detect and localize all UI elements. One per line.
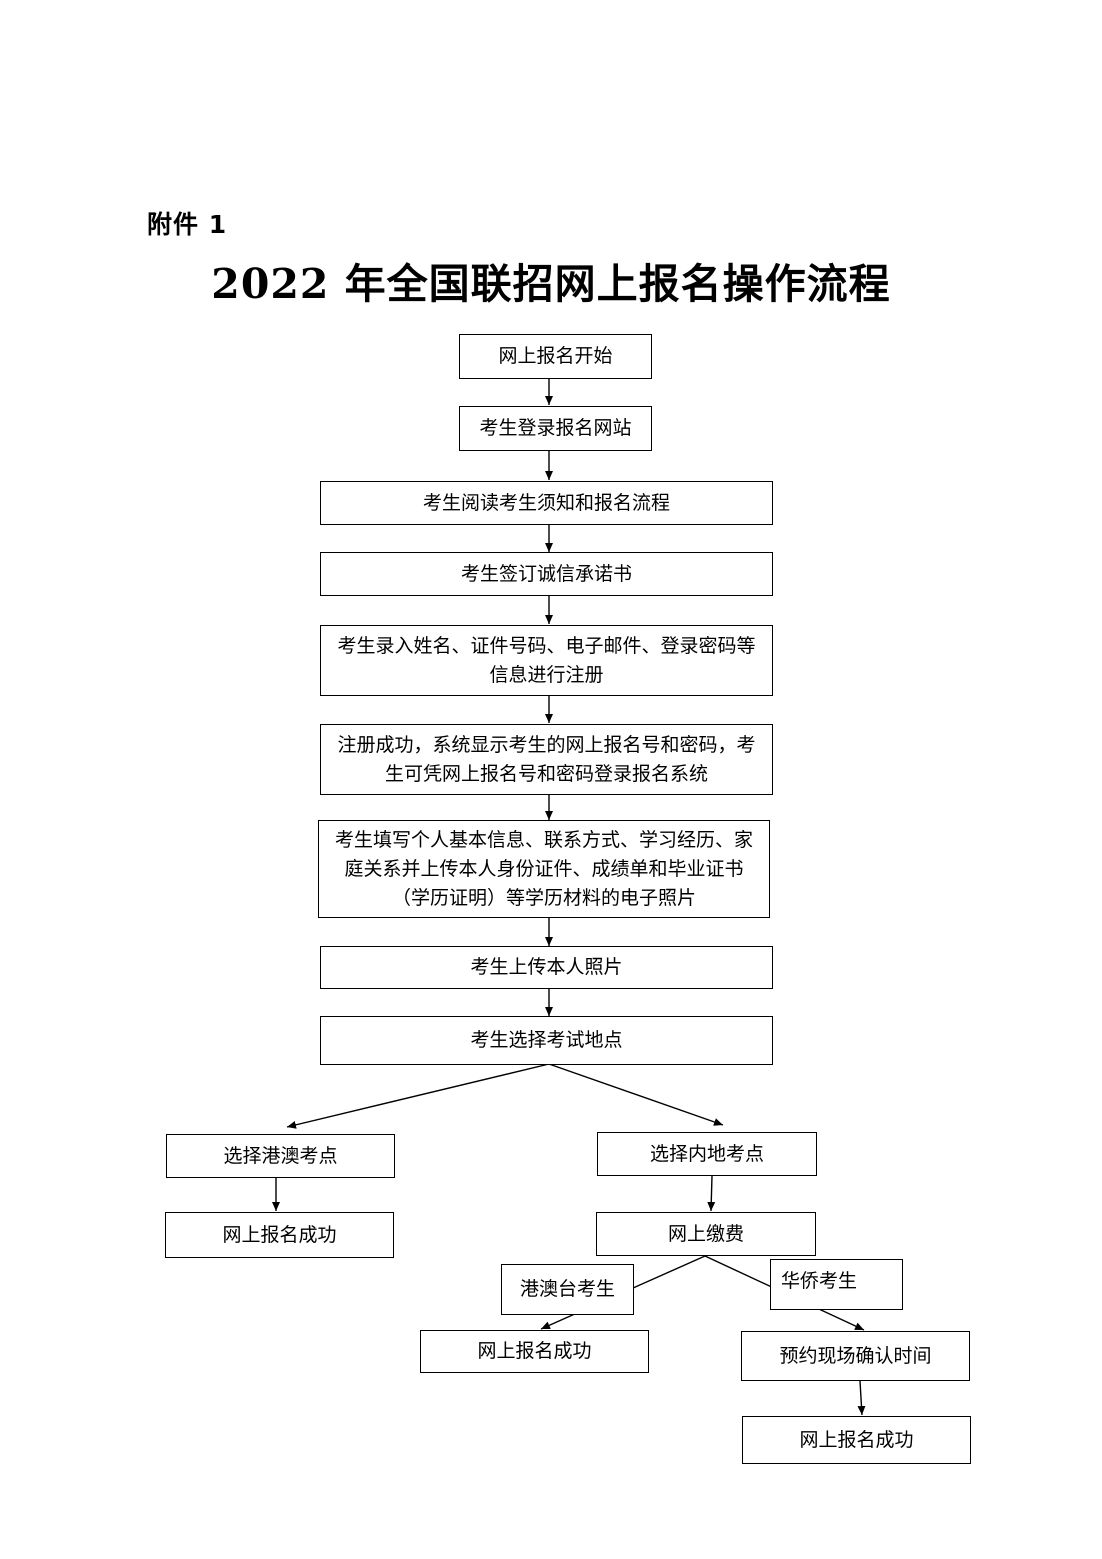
hk-macao-taiwan-success: 网上报名成功 — [420, 1330, 649, 1373]
attachment-label: 附件 1 — [147, 210, 228, 239]
final-success: 网上报名成功 — [742, 1416, 971, 1464]
step-online-payment: 网上缴费 — [596, 1212, 816, 1256]
step-registration-success: 注册成功，系统显示考生的网上报名号和密码，考生可凭网上报名号和密码登录报名系统 — [320, 724, 773, 795]
document-title: 2022 年全国联招网上报名操作流程 — [211, 260, 891, 308]
step-start: 网上报名开始 — [459, 334, 652, 379]
label-hk-macao-taiwan-candidates: 港澳台考生 — [501, 1264, 634, 1315]
step-fill-info: 考生填写个人基本信息、联系方式、学习经历、家庭关系并上传本人身份证件、成绩单和毕… — [318, 820, 770, 918]
step-appointment-confirmation: 预约现场确认时间 — [741, 1331, 970, 1381]
step-upload-photo: 考生上传本人照片 — [320, 946, 773, 989]
branch-hk-macao-site: 选择港澳考点 — [166, 1134, 395, 1178]
branch-hk-macao-success: 网上报名成功 — [165, 1212, 394, 1258]
step-sign-pledge: 考生签订诚信承诺书 — [320, 552, 773, 596]
step-select-exam-site: 考生选择考试地点 — [320, 1016, 773, 1065]
label-overseas-chinese-candidates: 华侨考生 — [770, 1259, 903, 1310]
step-register: 考生录入姓名、证件号码、电子邮件、登录密码等信息进行注册 — [320, 625, 773, 696]
step-read-notice: 考生阅读考生须知和报名流程 — [320, 481, 773, 525]
branch-mainland-site: 选择内地考点 — [597, 1132, 817, 1176]
step-login: 考生登录报名网站 — [459, 406, 652, 451]
